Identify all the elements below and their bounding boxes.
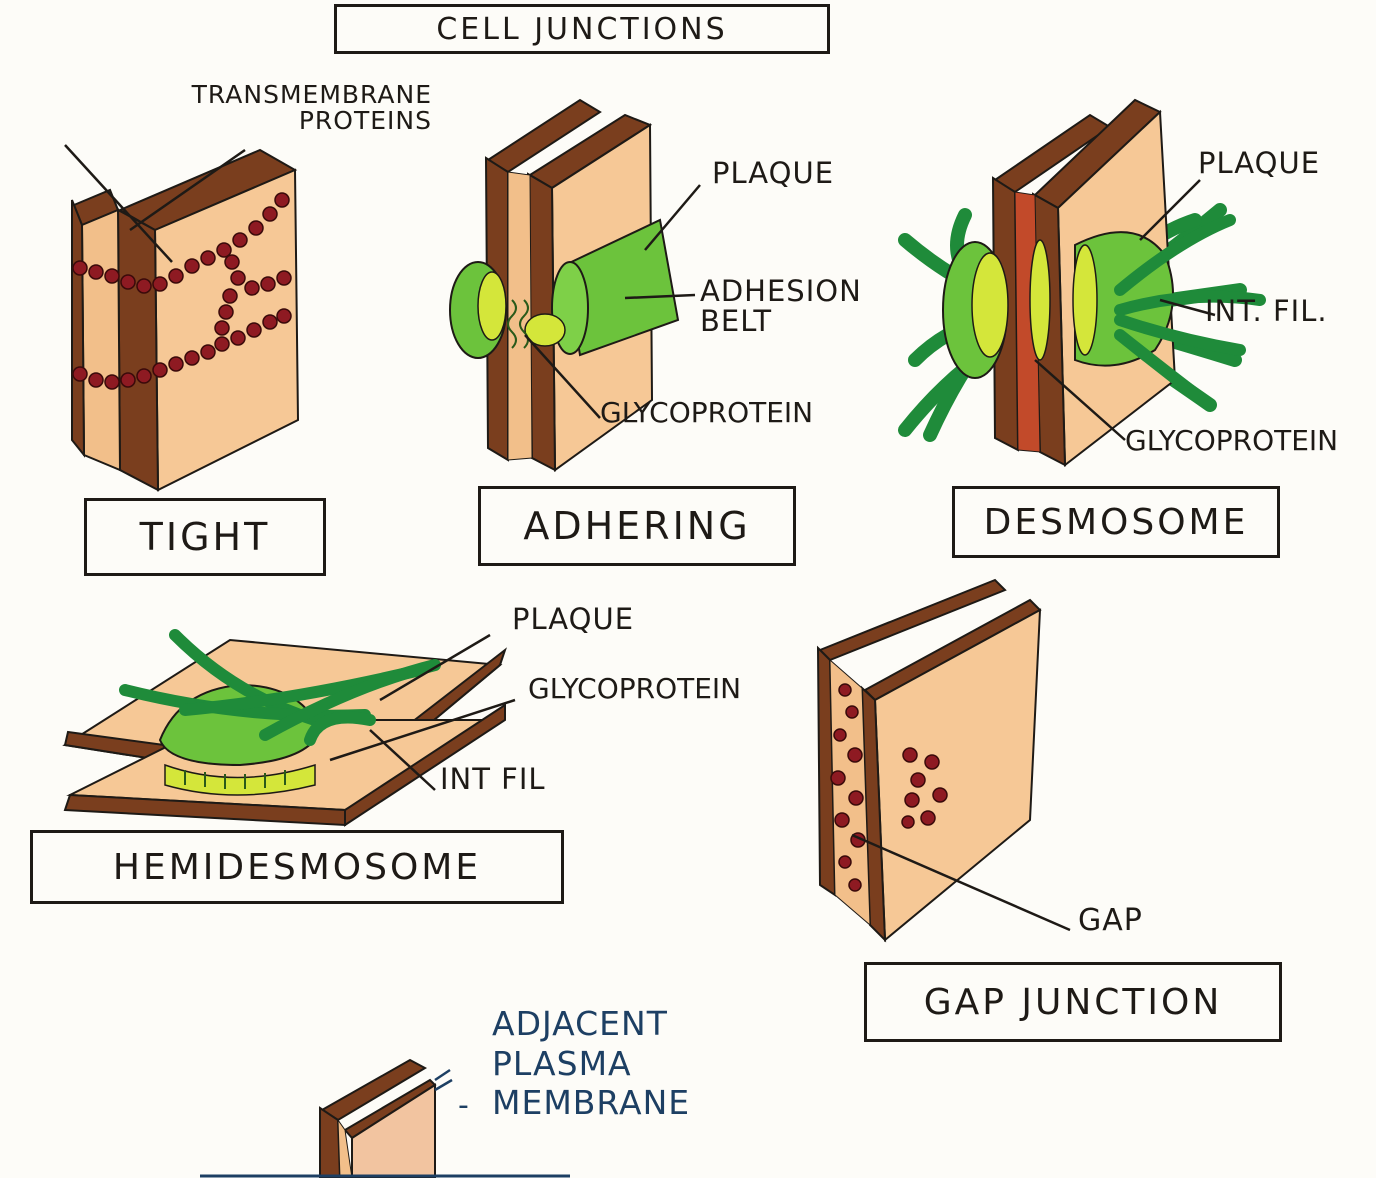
adhering-adhesion-belt-label: ADHESION BELT [700, 274, 862, 339]
gap-label: GAP [1078, 903, 1143, 938]
tight-junction-drawing [64, 144, 300, 492]
adhesion-belt [449, 218, 680, 359]
gap-junction-caption: GAP JUNCTION [864, 962, 1282, 1042]
desmosome-plaque-label: PLAQUE [1198, 146, 1321, 180]
desmosome-int-fil-label: INT. FIL. [1205, 294, 1328, 328]
gap-connexons [830, 683, 948, 892]
adhering-junction-drawing [449, 98, 701, 472]
diagram-title: CELL JUNCTIONS [334, 4, 830, 54]
desmosome-drawing [898, 98, 1266, 467]
adhering-caption: ADHERING [478, 486, 796, 566]
legend-membrane-drawing [200, 1058, 570, 1178]
adhering-glycoprotein-label: GLYCOPROTEIN [600, 396, 814, 429]
hemidesmosome-caption: HEMIDESMOSOME [30, 830, 564, 904]
desmosome-caption: DESMOSOME [952, 486, 1280, 558]
hemidesmosome-glycoprotein-label: GLYCOPROTEIN [528, 672, 742, 705]
tight-transmembrane-label: TRANSMEMBRANE PROTEINS [191, 80, 432, 136]
gap-junction-drawing [816, 578, 1071, 943]
tight-caption: TIGHT [84, 498, 326, 576]
legend-label: ADJACENT PLASMA MEMBRANE [492, 1004, 691, 1123]
hemidesmosome-drawing [62, 629, 516, 827]
hemidesmosome-int-fil-label: INT FIL [440, 762, 546, 796]
desmosome-glycoprotein-label: GLYCOPROTEIN [1125, 424, 1339, 457]
hemidesmosome-plaque-label: PLAQUE [512, 602, 635, 636]
legend-dash: - [458, 1088, 470, 1123]
transmembrane-protein-strands [72, 192, 292, 390]
adhering-plaque-label: PLAQUE [712, 156, 835, 190]
